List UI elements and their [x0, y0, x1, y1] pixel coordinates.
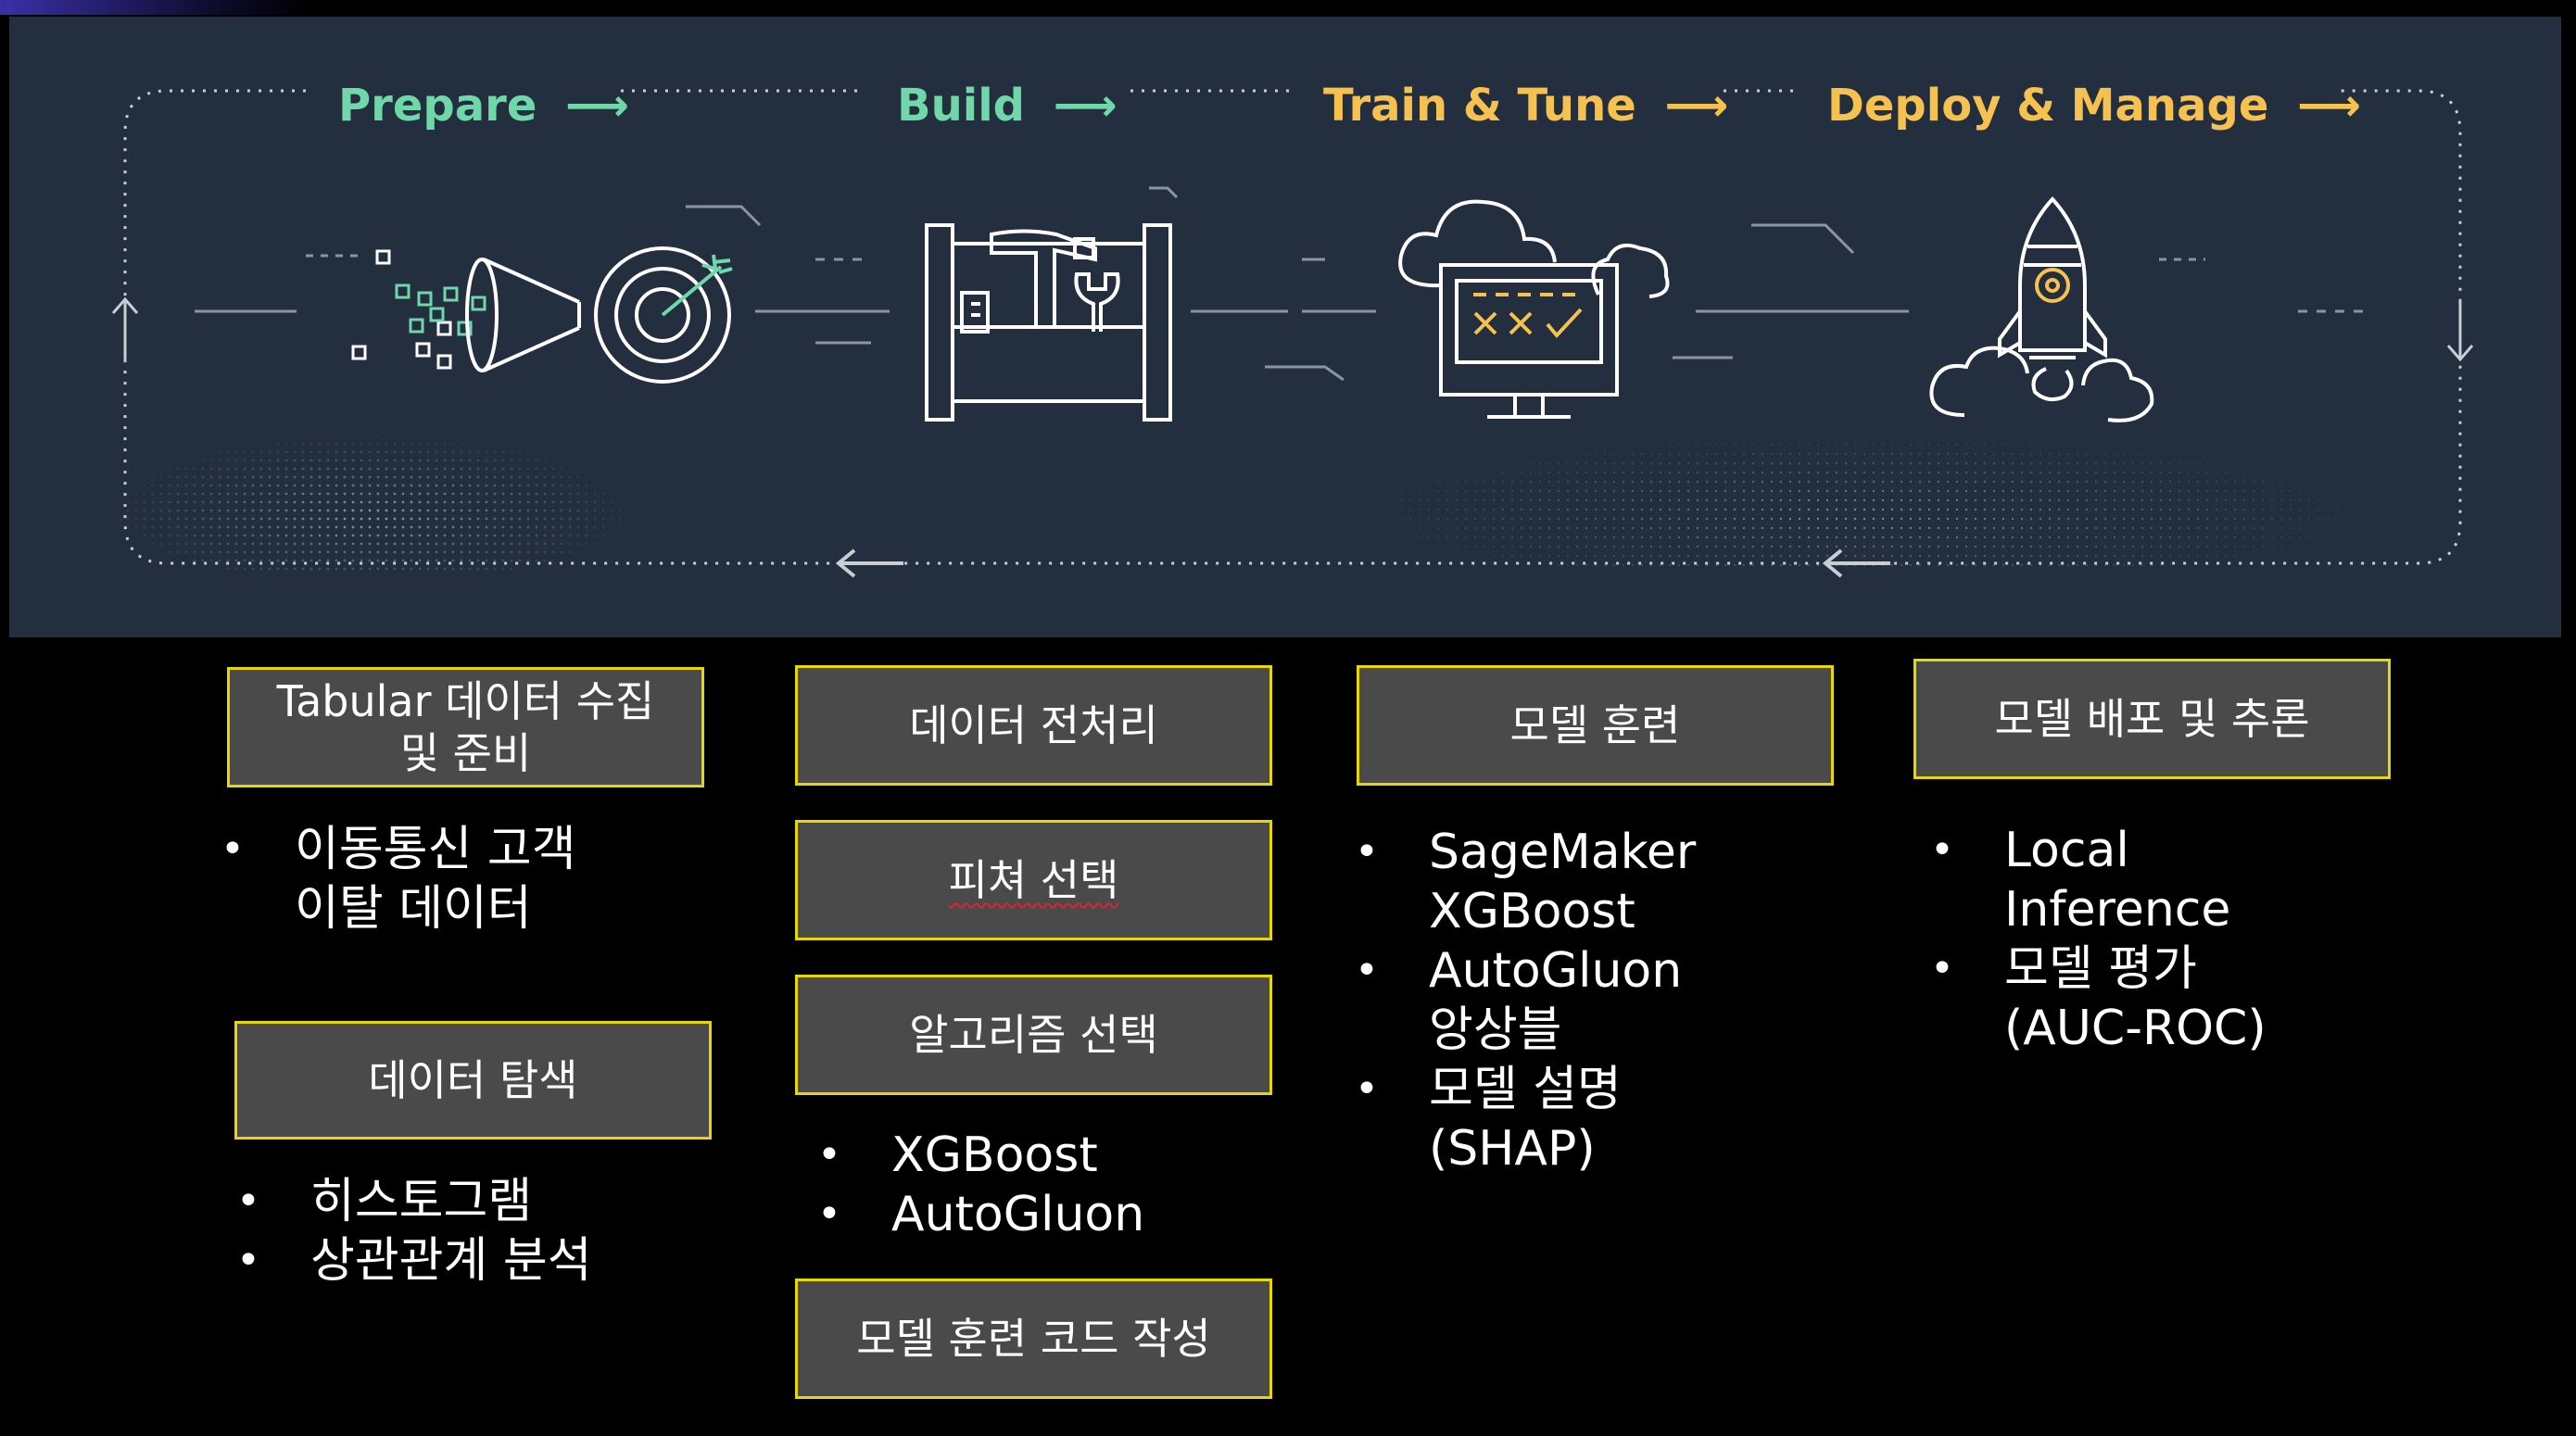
left-arrow-icon-2 [1822, 548, 1890, 578]
stage-train-tune: Train & Tune ⟶ [1323, 78, 1728, 133]
dot-field-left [102, 406, 676, 573]
prepare-step-explore-label: 데이터 탐색 [368, 1055, 578, 1105]
train-step-model-training-label: 모델 훈련 [1509, 700, 1681, 750]
dot-field-right [1344, 406, 2381, 573]
stage-build: Build ⟶ [897, 78, 1118, 133]
build-step-preprocess: 데이터 전처리 [795, 665, 1272, 786]
build-toolbox-icon [925, 223, 1172, 422]
stage-deploy-manage: Deploy & Manage ⟶ [1827, 78, 2361, 133]
prepare-step-collect-line1: Tabular 데이터 수집 [276, 676, 655, 726]
build-step-training-code: 모델 훈련 코드 작성 [795, 1279, 1272, 1399]
prepare-funnel-target-icon [351, 246, 733, 384]
build-step-training-code-label: 모델 훈련 코드 작성 [856, 1314, 1211, 1364]
build-algorithm-list: XGBoost AutoGluon [817, 1126, 1262, 1244]
list-item: 이동통신 고객이탈 데이터 [221, 820, 610, 938]
arrow-right-icon: ⟶ [565, 80, 629, 132]
build-step-feature-select-label: 피쳐 선택 [948, 855, 1119, 905]
train-step-model-training: 모델 훈련 [1357, 665, 1834, 786]
list-item: 모델 평가 (AUC-ROC) [1930, 939, 2292, 1058]
deploy-step-deploy-inference-label: 모델 배포 및 추론 [1994, 694, 2310, 744]
deploy-step-deploy-inference: 모델 배포 및 추론 [1913, 659, 2391, 779]
build-step-preprocess-label: 데이터 전처리 [909, 700, 1158, 750]
list-item: SageMaker XGBoost [1355, 823, 1716, 941]
list-item: 히스토그램 [236, 1172, 625, 1231]
arrow-right-icon: ⟶ [1053, 80, 1118, 132]
circuit-lines [195, 186, 2363, 382]
list-item: XGBoost [817, 1126, 1262, 1185]
stage-deploy-manage-label: Deploy & Manage [1827, 80, 2269, 132]
banner-graphics [102, 89, 2474, 578]
list-item: 상관관계 분석 [236, 1231, 625, 1291]
deploy-task-list: Local Inference 모델 평가 (AUC-ROC) [1930, 821, 2292, 1058]
stage-build-label: Build [897, 80, 1026, 132]
down-arrow-icon [2446, 299, 2474, 362]
corner-glow [0, 0, 315, 15]
arrow-right-icon: ⟶ [1664, 80, 1729, 132]
ml-lifecycle-banner: Prepare ⟶ Build ⟶ Train & Tune ⟶ Deploy … [9, 17, 2561, 637]
prepare-step-explore: 데이터 탐색 [234, 1021, 712, 1140]
prepare-step-collect: Tabular 데이터 수집 및 준비 [227, 667, 704, 787]
train-method-list: SageMaker XGBoost AutoGluon 앙상블 모델 설명 (S… [1355, 823, 1716, 1178]
up-arrow-icon [111, 296, 139, 359]
stage-prepare-label: Prepare [338, 80, 537, 132]
build-step-feature-select: 피쳐 선택 [795, 820, 1272, 940]
list-item: AutoGluon 앙상블 [1355, 941, 1716, 1060]
build-step-algorithm-select-label: 알고리즘 선택 [909, 1010, 1158, 1060]
arrow-right-icon: ⟶ [2297, 80, 2361, 132]
list-item: Local Inference [1930, 821, 2292, 939]
list-item: 모델 설명 (SHAP) [1355, 1060, 1716, 1178]
prepare-explore-list: 히스토그램 상관관계 분석 [236, 1172, 625, 1291]
deploy-rocket-icon [1929, 196, 2154, 422]
stage-prepare: Prepare ⟶ [338, 78, 629, 133]
train-monitor-clouds-icon [1398, 199, 1670, 419]
prepare-data-list: 이동통신 고객이탈 데이터 [221, 820, 610, 938]
prepare-step-collect-line2: 및 준비 [399, 728, 532, 778]
list-item: AutoGluon [817, 1185, 1262, 1244]
stage-train-tune-label: Train & Tune [1323, 80, 1636, 132]
left-arrow-icon-1 [835, 548, 903, 578]
build-step-algorithm-select: 알고리즘 선택 [795, 975, 1272, 1095]
